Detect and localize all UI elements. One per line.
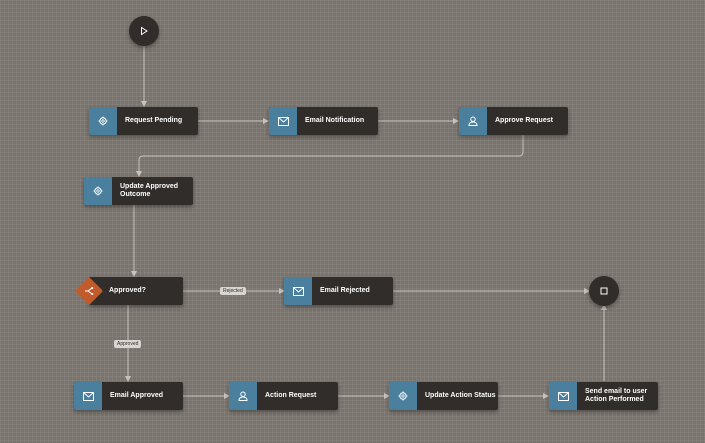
gear-icon <box>98 116 108 126</box>
user-icon <box>238 391 248 401</box>
node-email-rejected[interactable]: Email Rejected <box>284 277 393 305</box>
node-send-email-user[interactable]: Send email to user Action Performed <box>549 382 658 410</box>
node-update-approved-outcome[interactable]: Update Approved Outcome <box>84 177 193 205</box>
node-approved-decision[interactable]: Approved? <box>89 277 183 305</box>
stop-icon <box>600 287 608 295</box>
node-icon-box <box>74 382 102 410</box>
node-icon-box <box>89 107 117 135</box>
node-label: Email Notification <box>305 117 365 124</box>
edge-label-approved: Approved <box>114 340 142 348</box>
node-label: Send email to user Action Performed <box>585 388 648 403</box>
envelope-icon <box>277 116 289 126</box>
node-label: Approved? <box>109 287 146 294</box>
node-icon-box <box>84 177 112 205</box>
node-icon-box <box>389 382 417 410</box>
node-label: Email Rejected <box>320 287 370 294</box>
node-label: Request Pending <box>125 117 183 124</box>
node-icon-box <box>459 107 487 135</box>
gear-icon <box>398 391 408 401</box>
envelope-icon <box>82 391 94 401</box>
play-icon <box>141 26 148 36</box>
node-label: Action Request <box>265 392 317 399</box>
node-email-notification[interactable]: Email Notification <box>269 107 378 135</box>
node-icon-box <box>229 382 257 410</box>
node-icon-box <box>284 277 312 305</box>
envelope-icon <box>557 391 569 401</box>
end-node[interactable] <box>589 276 619 306</box>
node-action-request[interactable]: Action Request <box>229 382 338 410</box>
edge-label-rejected: Rejected <box>220 287 246 295</box>
gear-icon <box>93 186 103 196</box>
node-label: Update Action Status <box>425 392 496 399</box>
edge-approve-request-to-update-outcome <box>136 135 524 177</box>
node-request-pending[interactable]: Request Pending <box>89 107 198 135</box>
start-node[interactable] <box>129 16 159 46</box>
user-icon <box>468 116 478 126</box>
node-approve-request[interactable]: Approve Request <box>459 107 568 135</box>
node-update-action-status[interactable]: Update Action Status <box>389 382 498 410</box>
envelope-icon <box>292 286 304 296</box>
node-icon-box <box>269 107 297 135</box>
node-icon-box <box>549 382 577 410</box>
decision-icon-holder <box>74 276 104 306</box>
node-label: Email Approved <box>110 392 164 399</box>
branch-icon <box>85 287 94 295</box>
node-label: Approve Request <box>495 117 553 124</box>
node-email-approved[interactable]: Email Approved <box>74 382 183 410</box>
node-label: Update Approved Outcome <box>120 183 179 198</box>
